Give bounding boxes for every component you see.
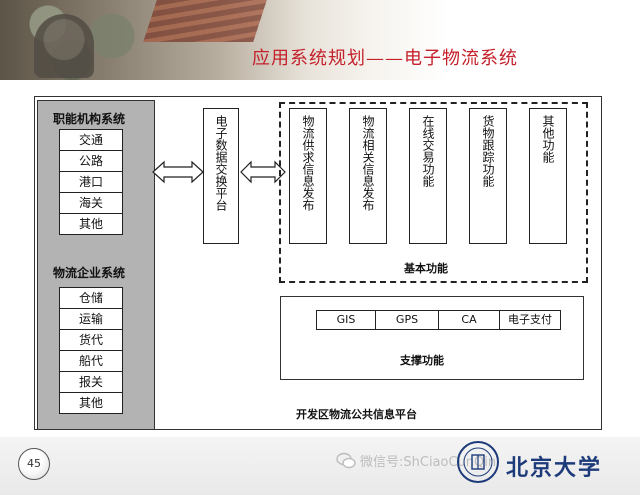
exchange-platform-label: 电子数据交换平台 <box>214 115 228 211</box>
list-item: 报关 <box>60 371 122 392</box>
function-label: 物流供求信息发布 <box>301 115 315 211</box>
list-item: 货代 <box>60 329 122 350</box>
university-logo: 北京大学 <box>506 455 603 481</box>
support-item: 电子支付 <box>499 311 560 329</box>
basic-functions-area <box>279 102 588 283</box>
stone-lion-graphic <box>34 14 94 78</box>
list-item: 运输 <box>60 308 122 329</box>
university-seal-icon <box>457 441 499 483</box>
support-item: GIS <box>336 313 356 326</box>
function-box: 物流供求信息发布 <box>289 108 327 244</box>
function-label: 货物跟踪功能 <box>481 115 495 187</box>
function-label: 在线交易功能 <box>421 115 435 187</box>
list-item: 仓储 <box>78 291 103 305</box>
support-functions-label: 支撑功能 <box>400 354 444 367</box>
list-item: 公路 <box>60 150 122 171</box>
list-item: 其他 <box>60 392 122 413</box>
temple-roof-graphic <box>143 0 267 42</box>
footer-bar <box>0 437 640 495</box>
function-label: 物流相关信息发布 <box>361 115 375 211</box>
watermark-text: 微信号:ShCiaoCunQin <box>360 455 497 470</box>
group1-list: 交通 公路 港口 海关 其他 <box>59 129 123 235</box>
function-box: 其他功能 <box>529 108 567 244</box>
double-arrow-icon <box>152 160 204 184</box>
support-item: GPS <box>375 311 438 329</box>
double-arrow-icon <box>240 160 286 184</box>
list-item: 其他 <box>60 213 122 234</box>
function-label: 其他功能 <box>541 115 555 163</box>
list-item: 海关 <box>60 192 122 213</box>
support-items-row: GIS GPS CA 电子支付 <box>316 310 561 330</box>
group2-list: 仓储 运输 货代 船代 报关 其他 <box>59 287 123 414</box>
function-box: 在线交易功能 <box>409 108 447 244</box>
wechat-watermark: 微信号:ShCiaoCunQin <box>336 451 496 470</box>
page-number: 45 <box>18 448 50 480</box>
support-item: CA <box>438 311 499 329</box>
function-box: 货物跟踪功能 <box>469 108 507 244</box>
list-item: 港口 <box>60 171 122 192</box>
wechat-icon <box>336 452 356 468</box>
list-item: 船代 <box>60 350 122 371</box>
function-box: 物流相关信息发布 <box>349 108 387 244</box>
basic-functions-label: 基本功能 <box>404 262 448 275</box>
platform-label: 开发区物流公共信息平台 <box>296 408 417 421</box>
group1-title: 职能机构系统 <box>53 112 126 126</box>
support-functions-area <box>280 296 584 380</box>
header-banner <box>0 0 640 80</box>
list-item: 交通 <box>78 133 103 147</box>
exchange-platform-box: 电子数据交换平台 <box>203 108 239 244</box>
page-title: 应用系统规划——电子物流系统 <box>252 48 518 69</box>
group2-title: 物流企业系统 <box>53 266 126 280</box>
